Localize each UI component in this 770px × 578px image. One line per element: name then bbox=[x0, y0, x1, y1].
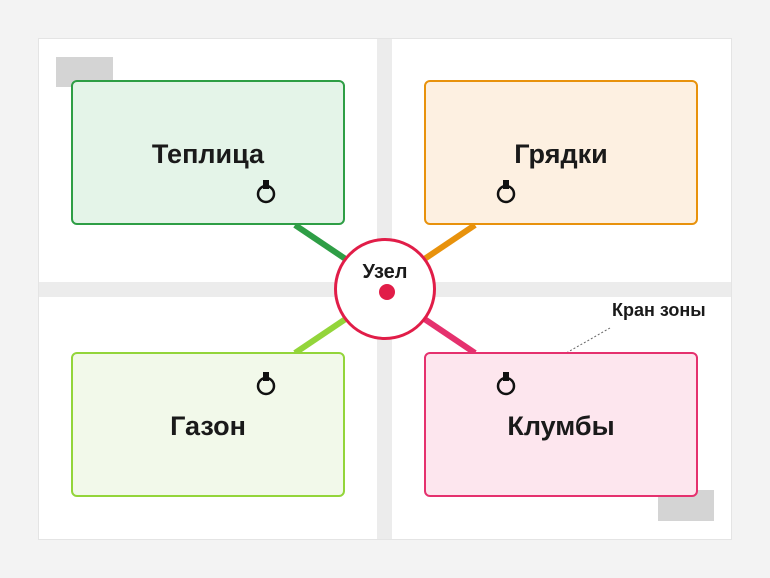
connector-klumby bbox=[418, 313, 477, 356]
zone-gazon[interactable]: Газон bbox=[71, 352, 345, 497]
zone-teplitsa[interactable]: Теплица bbox=[71, 80, 345, 225]
hub-node[interactable]: Узел bbox=[334, 238, 436, 340]
callout-label: Кран зоны bbox=[612, 300, 706, 320]
zone-label: Клумбы bbox=[507, 411, 615, 441]
hub-dot bbox=[379, 284, 395, 300]
connector-gryadki bbox=[418, 222, 477, 265]
zone-label: Грядки bbox=[514, 139, 608, 169]
zone-klumby[interactable]: Клумбы bbox=[424, 352, 698, 497]
zone-label: Газон bbox=[170, 411, 246, 441]
valve-icon[interactable] bbox=[495, 179, 517, 205]
connector-teplitsa bbox=[293, 222, 352, 265]
zone-gryadki[interactable]: Грядки bbox=[424, 80, 698, 225]
valve-icon[interactable] bbox=[255, 371, 277, 397]
valve-icon[interactable] bbox=[495, 371, 517, 397]
valve-icon[interactable] bbox=[255, 179, 277, 205]
hub-label: Узел bbox=[362, 261, 408, 283]
connector-gazon bbox=[293, 313, 352, 356]
zone-label: Теплица bbox=[151, 139, 265, 169]
